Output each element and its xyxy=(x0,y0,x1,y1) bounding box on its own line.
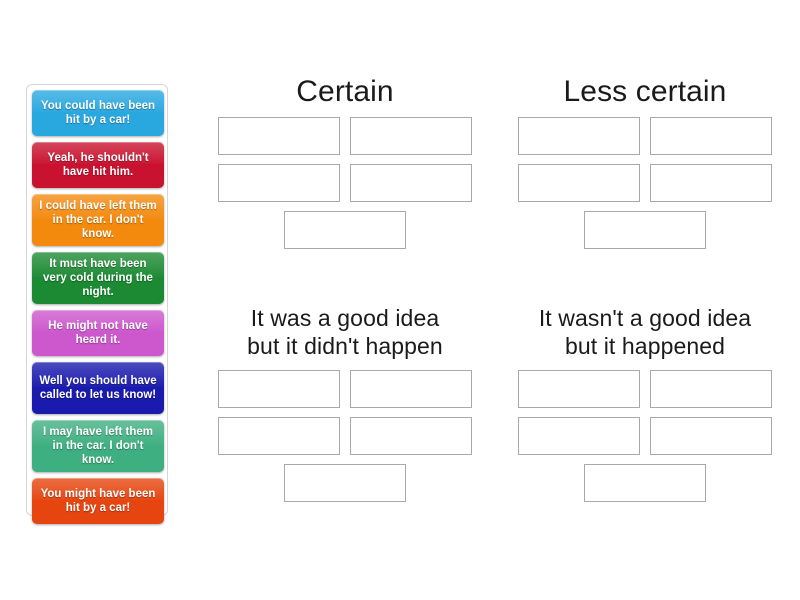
drop-slot[interactable] xyxy=(350,164,472,202)
answer-card-label: It must have been very cold during the n… xyxy=(43,258,153,298)
drop-slot[interactable] xyxy=(284,211,406,249)
drop-zone-grid: Certain Less certain It was a good idea bu… xyxy=(200,76,790,526)
drop-zone-title: Less certain xyxy=(563,75,727,108)
answer-card[interactable]: I may have left them in the car. I don't… xyxy=(32,420,164,472)
answer-card-label: You could have been hit by a car! xyxy=(40,100,156,126)
drop-slot[interactable] xyxy=(650,117,772,155)
drop-slot[interactable] xyxy=(350,370,472,408)
answer-card-label: Yeah, he shouldn't have hit him. xyxy=(47,152,149,178)
drop-slot[interactable] xyxy=(518,117,640,155)
drop-slot[interactable] xyxy=(584,464,706,502)
drop-slot[interactable] xyxy=(518,370,640,408)
drop-slot-list xyxy=(200,117,490,249)
drop-slot[interactable] xyxy=(218,370,340,408)
answer-card-label: I could have left them in the car. I don… xyxy=(39,200,157,240)
drop-zone: Less certain xyxy=(500,76,790,301)
drop-slot[interactable] xyxy=(284,464,406,502)
drop-zone-title: It wasn't a good idea but it happened xyxy=(538,305,752,359)
answer-card[interactable]: You might have been hit by a car! xyxy=(32,478,164,524)
answer-card[interactable]: Yeah, he shouldn't have hit him. xyxy=(32,142,164,188)
answer-card-label: He might not have heard it. xyxy=(48,320,148,346)
answer-card[interactable]: I could have left them in the car. I don… xyxy=(32,194,164,246)
answer-card[interactable]: It must have been very cold during the n… xyxy=(32,252,164,304)
drop-slot[interactable] xyxy=(518,417,640,455)
drop-slot-list xyxy=(200,370,490,502)
answer-card-label: I may have left them in the car. I don't… xyxy=(43,426,153,466)
answer-card-label: Well you should have called to let us kn… xyxy=(39,375,157,401)
answer-card[interactable]: Well you should have called to let us kn… xyxy=(32,362,164,414)
drop-zone-title: It was a good idea but it didn't happen xyxy=(247,305,443,359)
drop-zone: It wasn't a good idea but it happened xyxy=(500,304,790,529)
drop-slot[interactable] xyxy=(650,164,772,202)
drop-slot[interactable] xyxy=(650,370,772,408)
drop-slot[interactable] xyxy=(650,417,772,455)
drop-slot[interactable] xyxy=(584,211,706,249)
drop-slot-list xyxy=(500,370,790,502)
drop-slot-list xyxy=(500,117,790,249)
drop-zone: Certain xyxy=(200,76,490,301)
drop-slot[interactable] xyxy=(518,164,640,202)
answer-card[interactable]: You could have been hit by a car! xyxy=(32,90,164,136)
drop-zone-title: Certain xyxy=(296,75,394,108)
drop-slot[interactable] xyxy=(218,117,340,155)
drop-slot[interactable] xyxy=(350,117,472,155)
answer-card[interactable]: He might not have heard it. xyxy=(32,310,164,356)
drop-slot[interactable] xyxy=(218,164,340,202)
answer-card-label: You might have been hit by a car! xyxy=(40,488,156,514)
drop-slot[interactable] xyxy=(218,417,340,455)
answer-card-tray: You could have been hit by a car! Yeah, h… xyxy=(26,84,168,524)
drop-slot[interactable] xyxy=(350,417,472,455)
drop-zone: It was a good idea but it didn't happen xyxy=(200,304,490,529)
